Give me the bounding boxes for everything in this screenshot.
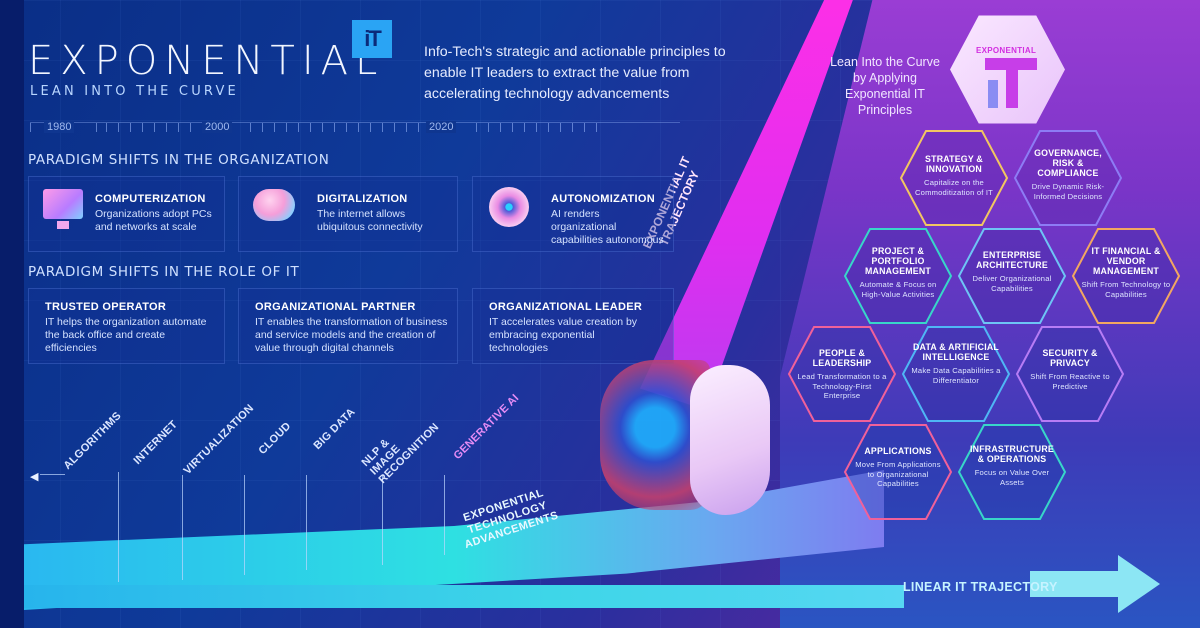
- linear-it-label: LINEAR IT TRAJECTORY: [903, 580, 1058, 594]
- principle-desc: Lead Transformation to a Technology-Firs…: [797, 372, 887, 400]
- card-desc: IT accelerates value creation by embraci…: [489, 316, 638, 354]
- principle-title: DATA & ARTIFICIAL INTELLIGENCE: [913, 342, 999, 362]
- principle-desc: Move From Applications to Organizational…: [855, 460, 941, 488]
- card-title: ORGANIZATIONAL PARTNER: [255, 301, 416, 313]
- principle-strategy-innovation[interactable]: STRATEGY & INNOVATION Capitalize on the C…: [898, 128, 1010, 228]
- principle-desc: Shift From Reactive to Predictive: [1030, 372, 1110, 391]
- logo-i-bar: [988, 80, 998, 108]
- tagline: Info-Tech's strategic and actionable pri…: [424, 44, 726, 102]
- card-desc: IT enables the transformation of busines…: [255, 316, 448, 354]
- principle-title: GOVERNANCE, RISK & COMPLIANCE: [1034, 148, 1102, 178]
- principle-security-privacy[interactable]: SECURITY & PRIVACY Shift From Reactive to…: [1014, 324, 1126, 424]
- timeline-label-2020: 2020: [426, 121, 457, 133]
- card-title: ORGANIZATIONAL LEADER: [489, 301, 643, 313]
- principle-desc: Shift From Technology to Capabilities: [1081, 280, 1171, 299]
- principle-desc: Deliver Organizational Capabilities: [972, 274, 1052, 293]
- monitor-icon: [43, 189, 83, 229]
- tech-line: [244, 475, 245, 575]
- logo-text: EXPONENTIAL: [976, 46, 1037, 55]
- principle-title: IT FINANCIAL & VENDOR MANAGEMENT: [1091, 246, 1161, 276]
- principle-it-financial-vendor[interactable]: IT FINANCIAL & VENDOR MANAGEMENT Shift Fr…: [1070, 226, 1182, 326]
- tech-line: [382, 475, 383, 565]
- linear-it-band: [24, 585, 904, 608]
- principle-data-ai[interactable]: DATA & ARTIFICIAL INTELLIGENCE Make Data …: [900, 324, 1012, 424]
- card-title: DIGITALIZATION: [317, 193, 408, 205]
- principle-people-leadership[interactable]: PEOPLE & LEADERSHIP Lead Transformation t…: [786, 324, 898, 424]
- principle-desc: Make Data Capabilities a Differentiator: [911, 366, 1001, 385]
- principle-title: SECURITY & PRIVACY: [1042, 348, 1098, 368]
- page-title: EXPONENTIAL: [28, 38, 385, 84]
- timeline: 1980 2000 2020: [30, 121, 680, 137]
- principle-desc: Focus on Value Over Assets: [974, 468, 1050, 487]
- card-title: AUTONOMIZATION: [551, 193, 656, 205]
- principle-title: PEOPLE & LEADERSHIP: [812, 348, 872, 368]
- ai-face-illustration: [690, 365, 770, 515]
- left-edge: [0, 0, 24, 628]
- principle-enterprise-architecture[interactable]: ENTERPRISE ARCHITECTURE Deliver Organizat…: [956, 226, 1068, 326]
- principle-desc: Automate & Focus on High-Value Activitie…: [859, 280, 937, 299]
- principle-infrastructure-operations[interactable]: INFRASTRUCTURE & OPERATIONS Focus on Valu…: [956, 422, 1068, 522]
- card-desc: The internet allows ubiquitous connectiv…: [317, 208, 423, 233]
- principle-title: INFRASTRUCTURE & OPERATIONS: [970, 444, 1054, 464]
- it-shifts-heading: PARADIGM SHIFTS IN THE ROLE OF IT: [28, 264, 300, 280]
- tech-connector: [40, 474, 65, 475]
- it-card-organizational-leader: ORGANIZATIONAL LEADER IT accelerates val…: [472, 288, 674, 364]
- principle-title: PROJECT & PORTFOLIO MANAGEMENT: [864, 246, 932, 276]
- org-shifts-heading: PARADIGM SHIFTS IN THE ORGANIZATION: [28, 152, 330, 168]
- cloud-icon: [253, 189, 295, 221]
- org-card-autonomization: AUTONOMIZATION AI renders organizational…: [472, 176, 674, 252]
- principle-title: ENTERPRISE ARCHITECTURE: [976, 250, 1048, 270]
- tech-line: [182, 475, 183, 580]
- card-desc: IT helps the organization automate the b…: [45, 316, 207, 354]
- tech-line: [444, 475, 445, 555]
- arrow-left-icon: ◀: [30, 471, 39, 483]
- timeline-label-2000: 2000: [202, 121, 233, 133]
- principle-applications[interactable]: APPLICATIONS Move From Applications to Or…: [842, 422, 954, 522]
- principle-title: APPLICATIONS: [864, 446, 932, 456]
- principle-project-portfolio[interactable]: PROJECT & PORTFOLIO MANAGEMENT Automate &…: [842, 226, 954, 326]
- it-logo-badge: iT: [352, 20, 392, 58]
- principle-desc: Capitalize on the Commoditization of IT: [914, 178, 994, 197]
- it-card-trusted-operator: TRUSTED OPERATOR IT helps the organizati…: [28, 288, 225, 364]
- org-card-digitalization: DIGITALIZATION The internet allows ubiqu…: [238, 176, 458, 252]
- principle-title: STRATEGY & INNOVATION: [925, 154, 983, 174]
- card-desc: AI renders organizational capabilities a…: [551, 208, 664, 246]
- card-title: COMPUTERIZATION: [95, 193, 206, 205]
- arrow-right-icon: [1118, 555, 1160, 613]
- page-subtitle: LEAN INTO THE CURVE: [30, 84, 239, 99]
- logo-t-stem: [1006, 68, 1018, 108]
- card-desc: Organizations adopt PCs and networks at …: [95, 208, 212, 233]
- ai-orb-icon: [489, 187, 529, 227]
- linear-arrow-shaft: [1030, 571, 1120, 597]
- card-title: TRUSTED OPERATOR: [45, 301, 167, 313]
- principle-governance-risk-compliance[interactable]: GOVERNANCE, RISK & COMPLIANCE Drive Dynam…: [1012, 128, 1124, 228]
- right-panel-intro: Lean Into the Curve by Applying Exponent…: [830, 55, 940, 117]
- it-card-organizational-partner: ORGANIZATIONAL PARTNER IT enables the tr…: [238, 288, 458, 364]
- org-card-computerization: COMPUTERIZATION Organizations adopt PCs …: [28, 176, 225, 252]
- timeline-label-1980: 1980: [44, 121, 75, 133]
- logo-t-bar: [985, 58, 1037, 70]
- tech-line: [306, 475, 307, 570]
- tech-line: [118, 472, 119, 582]
- principle-desc: Drive Dynamic Risk-Informed Decisions: [1031, 182, 1105, 201]
